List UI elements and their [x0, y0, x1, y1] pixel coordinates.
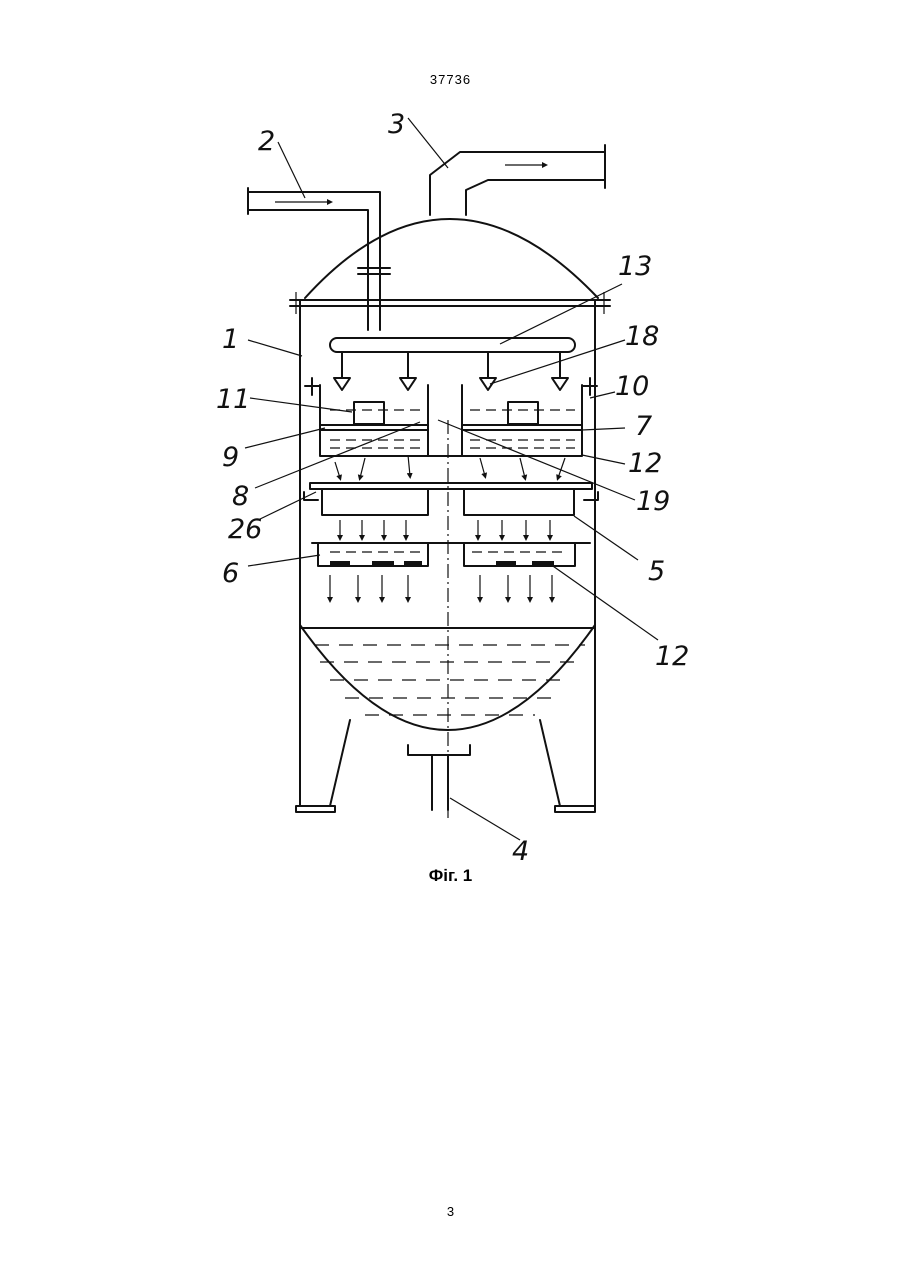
- label-12-lower: 12: [655, 641, 689, 672]
- label-26: 26: [228, 514, 262, 545]
- label-4: 4: [512, 836, 529, 867]
- label-11: 11: [216, 384, 250, 415]
- label-5: 5: [648, 556, 665, 587]
- label-9: 9: [222, 442, 239, 473]
- filter-layer: [304, 483, 598, 515]
- vessel-shell: [290, 219, 610, 820]
- label-2: 2: [258, 126, 275, 157]
- lower-tray: [312, 543, 590, 566]
- support-legs: [296, 720, 595, 812]
- flow-arrows-lower: [330, 575, 552, 600]
- flow-arrows-upper: [335, 455, 565, 478]
- inlet-pipe: [248, 188, 390, 330]
- figure-caption: Фіг. 1: [0, 866, 901, 886]
- label-12-upper: 12: [628, 448, 662, 479]
- label-18: 18: [625, 321, 659, 352]
- spray-nozzles: [334, 352, 568, 390]
- label-10: 10: [615, 371, 649, 402]
- label-7: 7: [635, 411, 652, 442]
- label-13: 13: [618, 251, 652, 282]
- drain-outlet: [408, 745, 470, 810]
- label-19: 19: [636, 486, 670, 517]
- flow-arrows-middle: [340, 520, 550, 538]
- page-number: 3: [0, 1204, 901, 1219]
- label-6: 6: [222, 558, 239, 589]
- label-1: 1: [222, 324, 239, 355]
- leader-lines: [245, 118, 658, 840]
- distributor-header: [330, 338, 575, 390]
- upper-tray-block: [305, 378, 597, 456]
- outlet-pipe: [430, 145, 605, 215]
- label-3: 3: [388, 109, 405, 140]
- label-8: 8: [232, 481, 249, 512]
